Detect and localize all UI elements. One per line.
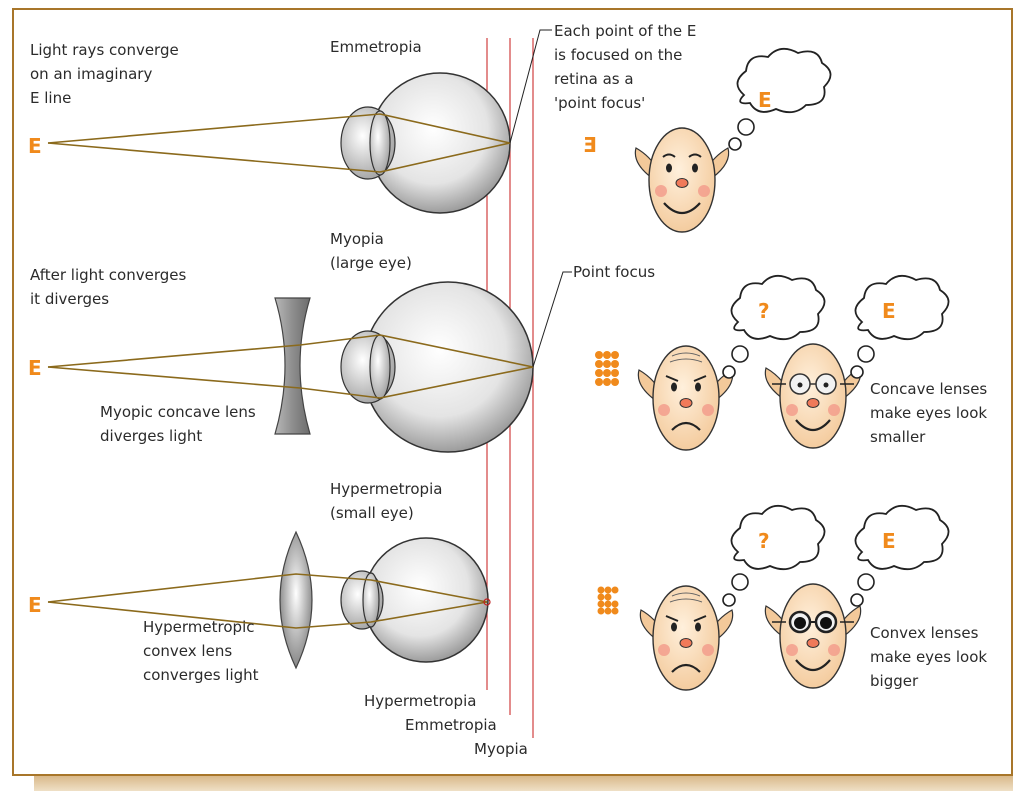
emmetropia-thought-bubble bbox=[728, 47, 832, 151]
myopia-caption: After light converges it diverges bbox=[30, 266, 191, 308]
hypermetropia-title: Hypermetropia (small eye) bbox=[330, 480, 447, 522]
myopia-title: Myopia (large eye) bbox=[330, 230, 412, 272]
myopia-eye bbox=[340, 281, 534, 453]
myopia-blurred-e bbox=[595, 351, 619, 386]
emmetropia-perceived-e: E bbox=[583, 133, 597, 157]
emmetropia-thought-e: E bbox=[758, 88, 772, 112]
emmetropia-eye bbox=[340, 72, 511, 214]
hypermetropia-question-bubble bbox=[722, 504, 826, 607]
concave-note: Concave lenses make eyes look smaller bbox=[870, 380, 992, 446]
myopia-point-focus-label: Point focus bbox=[573, 263, 655, 281]
hypermetropia-eye bbox=[340, 537, 489, 663]
myopia-rays bbox=[47, 334, 534, 399]
emmetropia-face bbox=[634, 127, 730, 233]
hypermetropia-lens-caption: Hypermetropic convex lens converges ligh… bbox=[143, 618, 259, 684]
hypermetropia-target-e: E bbox=[28, 593, 42, 617]
retina-label-myopia: Myopia bbox=[474, 740, 528, 758]
retina-label-emmetropia: Emmetropia bbox=[405, 716, 497, 734]
myopia-focus-leader bbox=[532, 271, 572, 368]
emmetropia-title: Emmetropia bbox=[330, 38, 422, 56]
convex-lens bbox=[279, 530, 313, 670]
emmetropia-caption: Light rays converge on an imaginary E li… bbox=[30, 41, 184, 107]
myopia-corrected-bubble bbox=[850, 274, 950, 379]
hypermetropia-corrected-e: E bbox=[882, 529, 896, 553]
retina-label-hypermetropia: Hypermetropia bbox=[364, 692, 476, 710]
myopia-question-bubble bbox=[722, 274, 826, 379]
hypermetropia-focus-point bbox=[483, 598, 491, 606]
point-focus-leader bbox=[509, 29, 552, 144]
myopia-face-with-concave-glasses bbox=[764, 343, 862, 449]
hypermetropia-face-with-convex-glasses bbox=[764, 583, 862, 689]
hypermetropia-rays bbox=[47, 573, 488, 629]
hypermetropia-question-mark: ? bbox=[758, 529, 770, 553]
myopia-question-mark: ? bbox=[758, 299, 770, 323]
emmetropia-rays bbox=[47, 113, 511, 173]
hypermetropia-blurred-e bbox=[597, 586, 619, 615]
emmetropia-target-e: E bbox=[28, 134, 42, 158]
hypermetropia-corrected-bubble bbox=[850, 504, 950, 607]
frame-shadow bbox=[34, 776, 1013, 791]
emmetropia-callout: Each point of the E is focused on the re… bbox=[554, 22, 701, 112]
myopia-lens-caption: Myopic concave lens diverges light bbox=[100, 403, 260, 445]
convex-note: Convex lenses make eyes look bigger bbox=[870, 624, 992, 690]
myopia-target-e: E bbox=[28, 356, 42, 380]
hypermetropia-face-without-lens bbox=[639, 585, 734, 691]
concave-lens bbox=[274, 297, 311, 435]
myopia-corrected-e: E bbox=[882, 299, 896, 323]
myopia-face-without-lens bbox=[637, 345, 734, 451]
